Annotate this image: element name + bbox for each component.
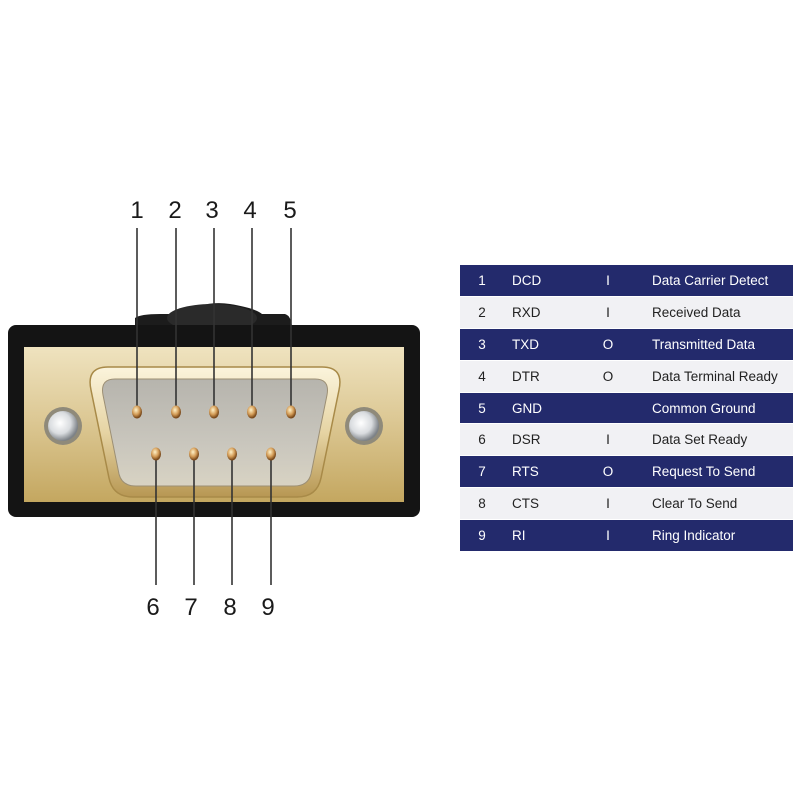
table-row: 2 RXD I Received Data — [460, 296, 793, 329]
direction-cell: I — [606, 528, 610, 544]
pin-number-cell: 1 — [478, 272, 486, 288]
pin-label-9: 9 — [261, 594, 275, 621]
direction-cell: O — [602, 336, 614, 352]
pin-label-2: 2 — [168, 197, 182, 224]
table-row: 6 DSR I Data Set Ready — [460, 423, 793, 456]
pin-label-5: 5 — [283, 197, 297, 224]
signal-name-cell: GND — [512, 400, 542, 416]
pin-number-cell: 6 — [478, 432, 486, 448]
pin-contact-6 — [151, 447, 161, 461]
pin-contact-1 — [132, 405, 142, 419]
description-cell: Clear To Send — [652, 496, 738, 512]
description-cell: Request To Send — [652, 464, 756, 480]
direction-cell: I — [606, 272, 610, 288]
pin-contact-5 — [286, 405, 296, 419]
db9-connector-illustration — [8, 228, 420, 585]
description-cell: Ring Indicator — [652, 528, 736, 544]
pin-contact-3 — [209, 405, 219, 419]
direction-cell — [578, 392, 638, 424]
pin-contact-7 — [189, 447, 199, 461]
signal-name-cell: RI — [512, 528, 526, 544]
pin-label-1: 1 — [130, 197, 144, 224]
description-cell: Transmitted Data — [652, 336, 756, 352]
pin-label-7: 7 — [184, 594, 198, 621]
pin-number-cell: 9 — [478, 528, 486, 544]
direction-cell: O — [602, 464, 614, 480]
pin-label-4: 4 — [243, 197, 257, 224]
description-cell: Received Data — [652, 304, 741, 320]
signal-name-cell: DTR — [512, 368, 540, 384]
table-row: 3 TXD O Transmitted Data — [460, 328, 793, 361]
description-cell: Common Ground — [652, 400, 756, 416]
leader-lines — [136, 228, 292, 585]
signal-name-cell: RTS — [512, 464, 539, 480]
table-row: 1 DCD I Data Carrier Detect — [460, 264, 793, 297]
screw-left-icon — [44, 407, 82, 445]
pin-contact-9 — [266, 447, 276, 461]
pin-contact-2 — [171, 405, 181, 419]
direction-cell: I — [606, 304, 610, 320]
pin-contact-8 — [227, 447, 237, 461]
signal-name-cell: CTS — [512, 496, 539, 512]
pin-label-6: 6 — [146, 594, 160, 621]
table-row: 5 GND Common Ground — [460, 392, 793, 424]
table-row: 4 DTR O Data Terminal Ready — [460, 360, 793, 393]
direction-cell: O — [602, 368, 614, 384]
screw-right-icon — [345, 407, 383, 445]
pin-label-8: 8 — [223, 594, 237, 621]
pin-label-3: 3 — [205, 197, 219, 224]
table-row: 7 RTS O Request To Send — [460, 455, 793, 488]
pin-number-cell: 8 — [478, 496, 486, 512]
table-row: 9 RI I Ring Indicator — [460, 519, 793, 552]
signal-name-cell: TXD — [512, 336, 539, 352]
direction-cell: I — [606, 496, 610, 512]
pin-contacts — [132, 405, 296, 461]
pin-number-cell: 3 — [478, 336, 486, 352]
signal-name-cell: DSR — [512, 432, 541, 448]
signal-name-cell: RXD — [512, 304, 541, 320]
table-row: 8 CTS I Clear To Send — [460, 487, 793, 520]
direction-cell: I — [606, 432, 610, 448]
description-cell: Data Terminal Ready — [652, 368, 778, 384]
pin-number-cell: 7 — [478, 464, 486, 480]
pin-contact-4 — [247, 405, 257, 419]
description-cell: Data Carrier Detect — [652, 272, 769, 288]
pin-number-cell: 5 — [478, 400, 486, 416]
pin-number-cell: 4 — [478, 368, 486, 384]
description-cell: Data Set Ready — [652, 432, 748, 448]
pin-number-cell: 2 — [478, 304, 486, 320]
signal-name-cell: DCD — [512, 272, 542, 288]
pinout-table: 1 DCD I Data Carrier Detect 2 RXD I Rece… — [460, 264, 793, 552]
